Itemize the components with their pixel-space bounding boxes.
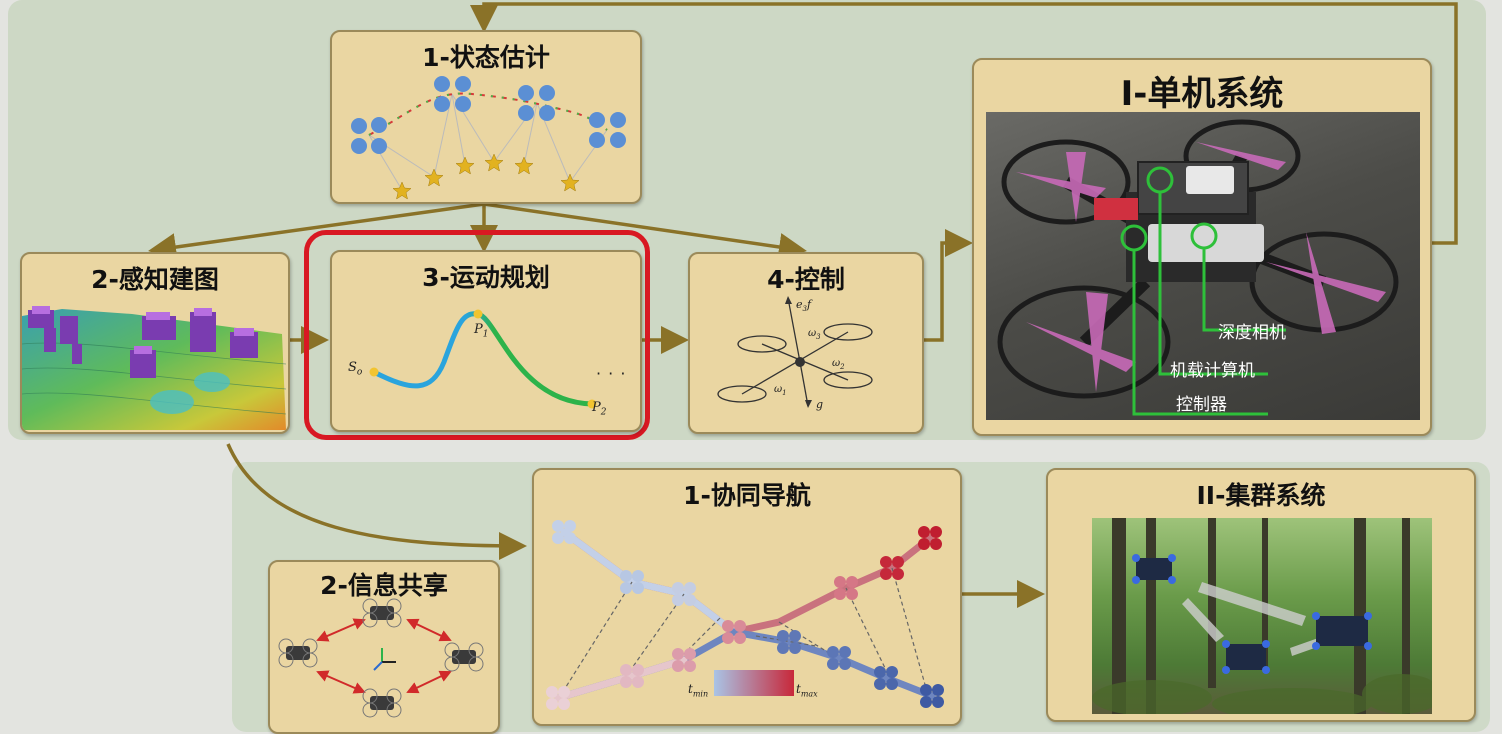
uav-swarm-markers [546,520,944,710]
time-colorbar [714,670,794,696]
drone-3-icon [518,85,555,121]
drone-photo-illustration [997,119,1399,416]
drone-2-icon [434,76,471,112]
single-system-title: I-单机系统 [1120,74,1284,114]
drone-4-icon [589,112,626,148]
perception-mapping-title: 2-感知建图 [91,265,219,294]
drone-1-icon [351,117,387,154]
trajectory-illustration [369,309,597,409]
omega-3-label: ω3 [808,328,821,341]
feedback-arrow [470,2,1458,245]
control-box: 4-控制 e3f g ω1 ω2 ω3 [688,252,924,434]
depth-camera-label: 深度相机 [1218,323,1286,343]
omega-1-label: ω1 [774,384,787,397]
arrow-to-swarm [226,443,527,560]
coop-navigation-illustration [546,520,944,710]
info-sharing-box: 2-信息共享 [268,560,500,734]
swarm-system-title: II-集群系统 [1196,481,1326,510]
control-title: 4-控制 [767,265,845,294]
waypoint-p1-label: P1 [474,322,489,340]
state-estimation-illustration [351,76,626,200]
onboard-computer-label: 机载计算机 [1170,361,1255,381]
drone-photo: 深度相机 机载计算机 控制器 [986,112,1420,420]
coop-navigation-box: 1-协同导航 [532,468,962,726]
colorbar-max-label: tmax [796,682,818,699]
coop-navigation-title: 1-协同导航 [683,481,811,510]
arrow-control-to-system [922,229,973,342]
state-estimation-box: 1-状态估计 [330,30,642,204]
colorbar-min-label: tmin [688,682,709,699]
arrow-to-mapping [148,202,485,261]
info-sharing-illustration [278,598,484,718]
omega-2-label: ω2 [832,358,845,371]
gravity-label: g [816,398,824,411]
quadrotor-dynamics-diagram [717,296,873,408]
voxel-map-illustration [22,306,287,430]
single-drone-system-box: I-单机系统 [972,58,1432,436]
motion-planning-box: 3-运动规划 So P1 P2 · · · [330,250,642,432]
state-estimation-title: 1-状态估计 [422,43,550,72]
continuation-ellipsis: · · · [596,364,627,383]
perception-mapping-box: 2-感知建图 [20,252,290,434]
swarm-forest-photo [1092,518,1432,714]
waypoint-p2-label: P2 [592,400,607,418]
controller-label: 控制器 [1176,395,1227,415]
swarm-system-box: II-集群系统 [1046,468,1476,722]
start-point-label: So [348,360,363,378]
arrow-to-control [483,202,807,261]
swarm-forest-illustration [1092,518,1432,714]
thrust-label: e3f [796,298,812,314]
info-sharing-title: 2-信息共享 [320,571,448,600]
motion-planning-title: 3-运动规划 [422,263,550,292]
motion-planning-highlight [304,230,650,440]
